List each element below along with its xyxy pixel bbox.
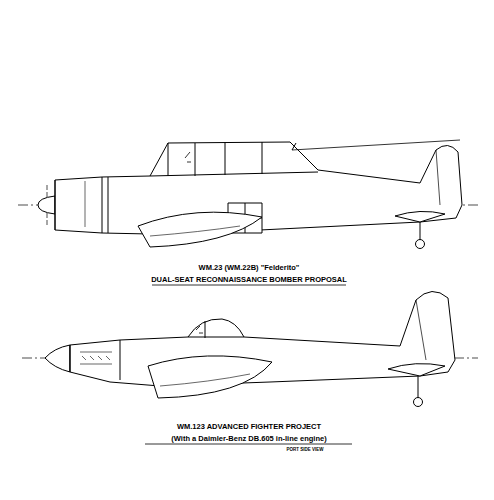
caption-underline — [152, 285, 346, 286]
aircraft-designation: WM.23 (WM.22B) "Felderito" — [199, 264, 300, 272]
reconnaissance-bomber-drawing — [18, 140, 478, 249]
aircraft-designation: WM.123 ADVANCED FIGHTER PROJECT — [177, 423, 321, 431]
caption-underline — [145, 444, 352, 445]
view-note: PORT SIDE VIEW — [286, 448, 323, 453]
advanced-fighter-drawing — [22, 291, 478, 406]
aircraft-description: DUAL-SEAT RECONNAISSANCE BOMBER PROPOSAL — [151, 276, 347, 284]
aircraft-description: (With a Daimler-Benz DB.605 in-line engi… — [171, 435, 326, 443]
